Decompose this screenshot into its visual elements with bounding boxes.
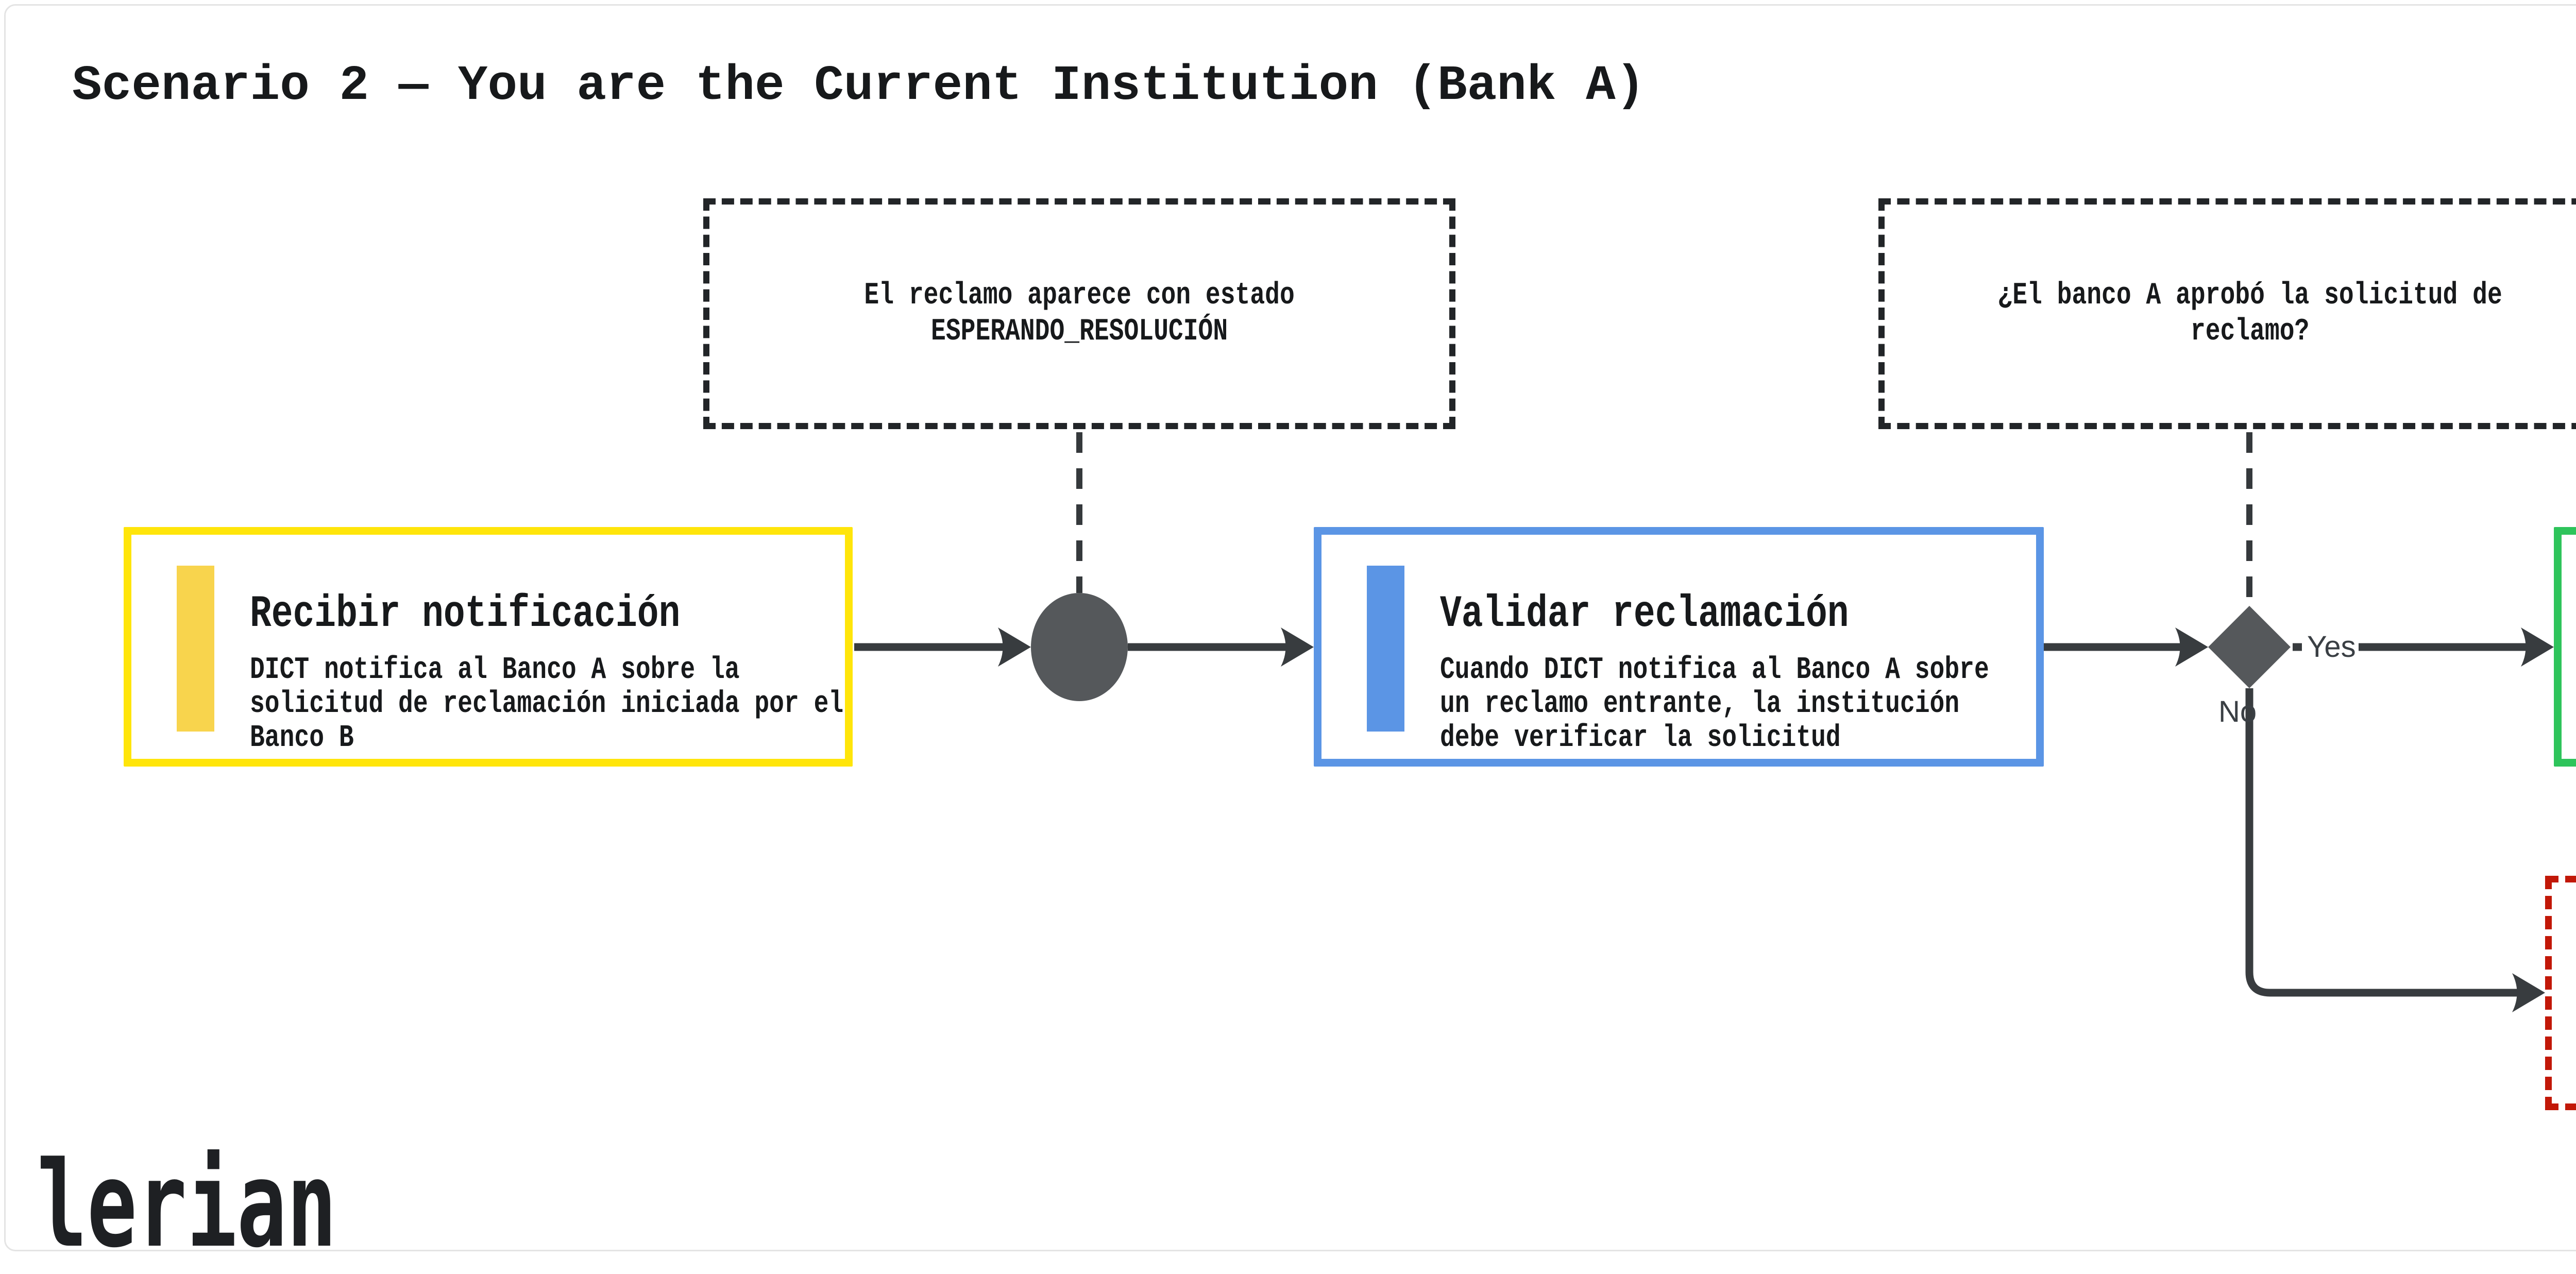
node-terminacion: Terminación DICT finaliza el proceso y s… (2554, 527, 2576, 767)
arrowhead (1281, 627, 1314, 667)
edge-label-yes: Yes (2307, 630, 2356, 664)
node-validar-reclamacion: Validar reclamación Cuando DICT notifica… (1314, 527, 2044, 767)
node-recibir-notificacion: Recibir notificación DICT notifica al Ba… (124, 527, 853, 767)
page-title: Scenario 2 — You are the Current Institu… (72, 58, 1646, 114)
decision-diamond (2208, 606, 2291, 688)
node-title: Recibir notificación (250, 589, 681, 640)
annotation-line: El reclamo aparece con estado (864, 278, 1295, 313)
annotation-waiting-state: El reclamo aparece con estado ESPERANDO_… (703, 198, 1455, 429)
arrowhead (2521, 627, 2554, 667)
description-line: solicitud de reclamación iniciada por el (250, 687, 844, 722)
description-line: un reclamo entrante, la institución (1440, 687, 1960, 722)
arrowhead (2512, 973, 2545, 1012)
arrowhead (998, 627, 1031, 667)
start-event-circle (1031, 593, 1128, 701)
description-line: Cuando DICT notifica al Banco A sobre (1440, 653, 1989, 688)
edge-no-to-fallo (2245, 688, 2517, 997)
annotation-line: ¿El banco A aprobó la solicitud de (1997, 278, 2502, 313)
edge-label-no: No (2218, 695, 2257, 728)
annotation-line: ESPERANDO_RESOLUCIÓN (930, 314, 1228, 349)
node-description: Cuando DICT notifica al Banco A sobre un… (1440, 653, 1989, 755)
accent-bar (177, 566, 214, 732)
description-line: DICT notifica al Banco A sobre la (250, 653, 740, 688)
accent-bar (1367, 566, 1404, 732)
annotation-approval-question-text: ¿El banco A aprobó la solicitud de recla… (1997, 278, 2502, 350)
node-fallo-reclamo: No fue posible completar el reclamo (2545, 876, 2576, 1110)
node-title: Validar reclamación (1440, 589, 1849, 640)
lerian-logo: lerian (37, 1136, 337, 1274)
annotation-waiting-state-text: El reclamo aparece con estado ESPERANDO_… (864, 278, 1294, 350)
annotation-approval-question: ¿El banco A aprobó la solicitud de recla… (1878, 198, 2576, 429)
description-line: debe verificar la solicitud (1440, 721, 1841, 756)
arrowhead (2175, 627, 2208, 667)
node-description: DICT notifica al Banco A sobre la solici… (250, 653, 843, 755)
annotation-line: reclamo? (2190, 314, 2310, 349)
description-line: Banco B (250, 721, 354, 756)
